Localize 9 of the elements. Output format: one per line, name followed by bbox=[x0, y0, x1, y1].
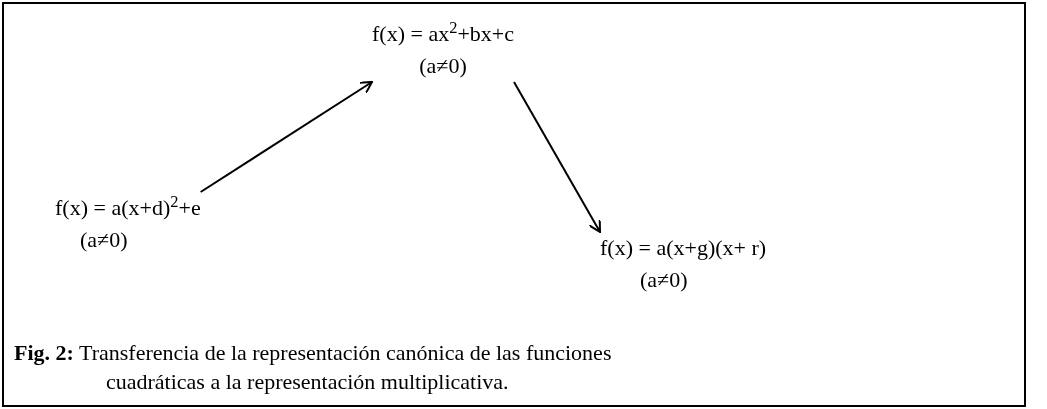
condition: (a≠0) bbox=[80, 226, 128, 254]
arrow bbox=[513, 81, 601, 233]
condition: (a≠0) bbox=[640, 266, 688, 294]
formula: f(x) = a(x+d)$^{2}$+e bbox=[55, 192, 201, 222]
caption: Fig. 2: Transferencia de la representación canónica de las funciones cuadráticas a la representación multiplicativa. bbox=[14, 339, 613, 396]
arrow bbox=[199, 81, 373, 193]
formula: f(x) = ax$^{2}$+bx+c bbox=[372, 18, 514, 48]
condition: (a≠0) bbox=[419, 52, 467, 80]
formula: f(x) = a(x+g)(x+ r) bbox=[600, 234, 767, 262]
